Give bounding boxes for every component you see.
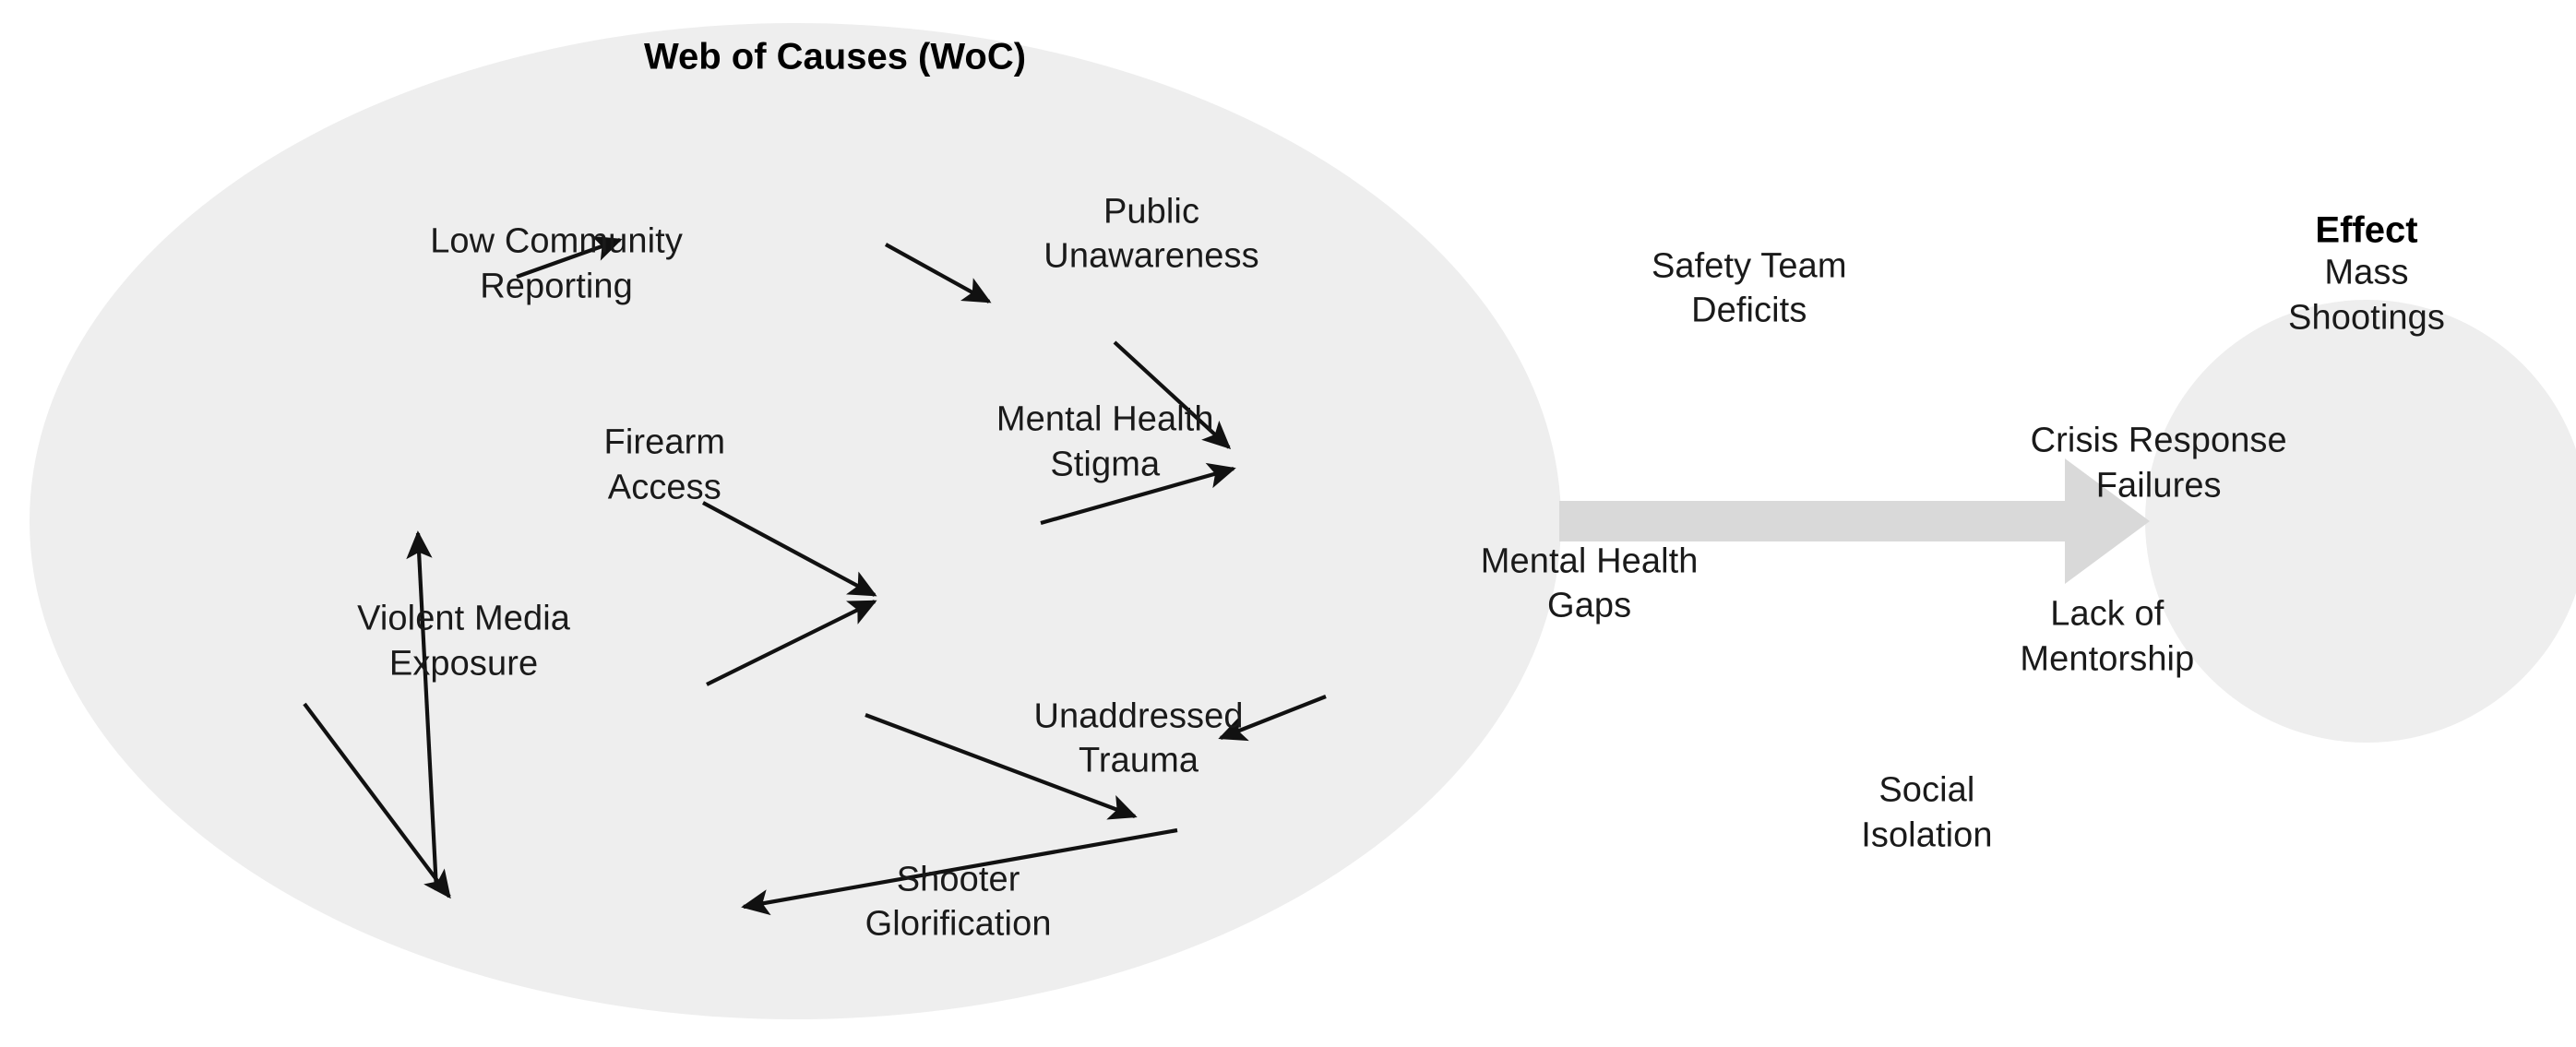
web-of-causes-ellipse[interactable] — [30, 23, 1561, 1019]
node-shooter-glorification[interactable]: Shooter Glorification — [865, 860, 1052, 944]
node-public-unawareness[interactable]: Public Unawareness — [1044, 192, 1259, 276]
edge-social-isolation-to-shooter-glorification[interactable] — [741, 827, 1178, 916]
node-low-community-reporting[interactable]: Low Community Reporting — [430, 221, 683, 305]
effect-label-mass-shootings[interactable]: Mass Shootings — [2288, 253, 2445, 337]
edge-shooter-glorification-to-firearm-access[interactable] — [406, 530, 439, 891]
edge-public-unawareness-to-safety-team-deficits[interactable] — [884, 243, 992, 303]
edge-safety-team-deficits-to-crisis-response-failures[interactable] — [1113, 340, 1232, 449]
node-crisis-response-failures[interactable]: Crisis Response Failures — [2030, 421, 2287, 506]
edge-layer — [303, 235, 1327, 916]
edge-mental-health-stigma-to-mental-health-gaps[interactable] — [702, 501, 877, 597]
edge-violent-media-exposure-to-shooter-glorification[interactable] — [303, 702, 451, 899]
node-unaddressed-trauma[interactable]: Unaddressed Trauma — [1033, 696, 1244, 780]
node-lack-of-mentorship[interactable]: Lack of Mentorship — [2020, 594, 2195, 678]
node-mental-health-gaps[interactable]: Mental Health Gaps — [1480, 541, 1699, 625]
node-violent-media-exposure[interactable]: Violent Media Exposure — [357, 599, 570, 684]
edge-lack-of-mentorship-to-social-isolation[interactable] — [1218, 695, 1327, 742]
woc-to-effect-block-arrow[interactable] — [1559, 458, 2150, 584]
edge-unaddressed-trauma-to-mental-health-gaps[interactable] — [706, 600, 877, 686]
node-mental-health-stigma[interactable]: Mental Health Stigma — [996, 399, 1214, 484]
edge-low-community-reporting-to-public-unawareness[interactable] — [516, 235, 623, 279]
effect-circle[interactable] — [2145, 300, 2576, 743]
effect-title: Effect — [2315, 209, 2418, 251]
node-safety-team-deficits[interactable]: Safety Team Deficits — [1651, 246, 1847, 330]
edge-unaddressed-trauma-to-social-isolation[interactable] — [865, 713, 1138, 820]
node-firearm-access[interactable]: Firearm Access — [603, 422, 726, 507]
node-social-isolation[interactable]: Social Isolation — [1861, 770, 1993, 855]
web-of-causes-title: Web of Causes (WoC) — [643, 36, 1027, 77]
edge-mental-health-gaps-to-crisis-response-failures[interactable] — [1040, 462, 1236, 526]
